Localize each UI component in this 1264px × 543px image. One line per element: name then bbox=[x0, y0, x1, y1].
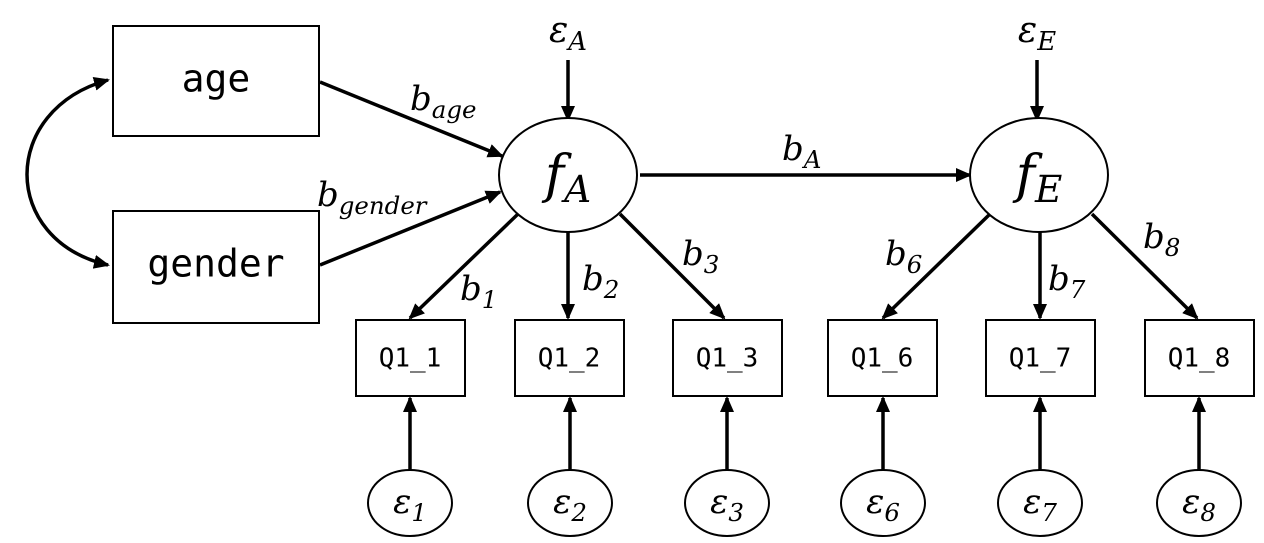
coef-b3: b3 bbox=[682, 234, 719, 279]
node-fa bbox=[498, 117, 638, 233]
error-ee-label: εE bbox=[1018, 10, 1056, 57]
node-q1-6 bbox=[827, 319, 938, 397]
node-age bbox=[112, 25, 320, 137]
node-q1-2 bbox=[514, 319, 625, 397]
loading-fa-q1-3 bbox=[618, 212, 726, 320]
error-e8-label: ε8 bbox=[1182, 482, 1216, 527]
coef-b1: b1 bbox=[460, 269, 497, 314]
error-e3 bbox=[684, 469, 770, 537]
coef-b-a: bA bbox=[782, 129, 821, 174]
node-q1-6-label: Q1_6 bbox=[851, 344, 914, 374]
coef-b8: b8 bbox=[1143, 217, 1180, 262]
error-e1 bbox=[367, 469, 453, 537]
error-e3-label: ε3 bbox=[710, 482, 744, 527]
node-q1-7-label: Q1_7 bbox=[1009, 344, 1072, 374]
loading-fe-q1-6 bbox=[881, 212, 992, 320]
node-q1-3 bbox=[672, 319, 783, 397]
node-q1-3-label: Q1_3 bbox=[696, 344, 759, 374]
coef-b6: b6 bbox=[885, 234, 922, 279]
node-q1-2-label: Q1_2 bbox=[538, 344, 601, 374]
path-age-to-fa bbox=[319, 80, 504, 158]
coef-b-gender: bgender bbox=[317, 175, 428, 220]
node-q1-1 bbox=[355, 319, 466, 397]
node-q1-1-label: Q1_1 bbox=[379, 344, 442, 374]
coef-b-age: bage bbox=[410, 79, 477, 124]
node-gender-label: gender bbox=[147, 242, 284, 286]
error-e2 bbox=[527, 469, 613, 537]
error-e7 bbox=[997, 469, 1083, 537]
error-e1-label: ε1 bbox=[393, 482, 427, 527]
node-gender bbox=[112, 210, 320, 324]
coef-b2: b2 bbox=[582, 259, 619, 304]
node-age-label: age bbox=[182, 57, 251, 101]
path-gender-to-fa bbox=[319, 190, 502, 267]
error-e6 bbox=[840, 469, 926, 537]
loading-fa-q1-1 bbox=[408, 212, 520, 320]
error-e8 bbox=[1156, 469, 1242, 537]
error-e2-label: ε2 bbox=[553, 482, 587, 527]
covariance-age-gender bbox=[25, 77, 110, 269]
error-ea-label: εA bbox=[549, 10, 587, 57]
error-e7-label: ε7 bbox=[1023, 482, 1057, 527]
node-q1-8 bbox=[1144, 319, 1255, 397]
coef-b7: b7 bbox=[1048, 259, 1086, 304]
node-q1-7 bbox=[985, 319, 1096, 397]
node-fe bbox=[969, 117, 1109, 233]
error-e6-label: ε6 bbox=[866, 482, 900, 527]
node-q1-8-label: Q1_8 bbox=[1168, 344, 1231, 374]
loading-fe-q1-8 bbox=[1090, 212, 1199, 320]
